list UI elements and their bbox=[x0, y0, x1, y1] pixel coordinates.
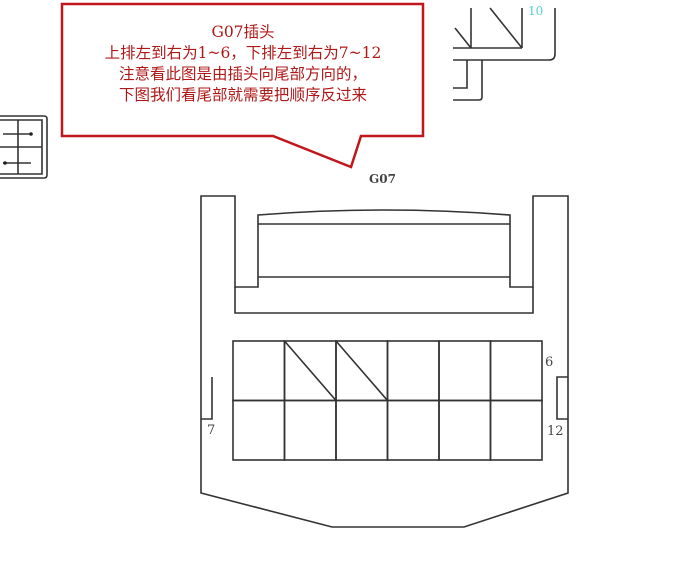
callout-line-1: 上排左到右为1~6，下排左到右为7~12 bbox=[104, 44, 382, 62]
callout-title: G07插头 bbox=[211, 23, 275, 41]
pin-grid bbox=[232, 340, 543, 461]
callout-box bbox=[60, 2, 425, 169]
pin-diagonal-mark-2 bbox=[283, 340, 337, 402]
pin-cell-4 bbox=[386, 340, 440, 402]
pin-cell-6 bbox=[489, 340, 543, 402]
pin-cell-7 bbox=[232, 399, 286, 461]
pin-cell-1 bbox=[232, 340, 286, 402]
pin-cell-5 bbox=[438, 340, 492, 402]
pin-cell-12 bbox=[489, 399, 543, 461]
connector-name-label: G07 bbox=[369, 172, 396, 186]
callout-text: G07插头 上排左到右为1~6，下排左到右为7~12 注意看此图是由插头向尾部方… bbox=[64, 22, 422, 106]
pin-cell-11 bbox=[438, 399, 492, 461]
callout-line-3: 下图我们看尾部就需要把顺序反过来 bbox=[118, 86, 367, 104]
pin-label-7: 7 bbox=[207, 423, 216, 438]
pin-diagonal-mark-3 bbox=[335, 340, 389, 402]
pin-cell-9 bbox=[335, 399, 389, 461]
callout-line-2: 注意看此图是由插头向尾部方向的， bbox=[118, 65, 367, 83]
background-pin-label: 10 bbox=[528, 4, 544, 18]
background-small-connector bbox=[0, 115, 48, 179]
pin-label-6: 6 bbox=[545, 355, 554, 370]
g07-connector-housing bbox=[200, 195, 569, 528]
background-connector-fragment bbox=[453, 7, 556, 101]
pin-cell-10 bbox=[386, 399, 440, 461]
pin-cell-8 bbox=[283, 399, 337, 461]
pin-label-12: 12 bbox=[547, 424, 564, 439]
